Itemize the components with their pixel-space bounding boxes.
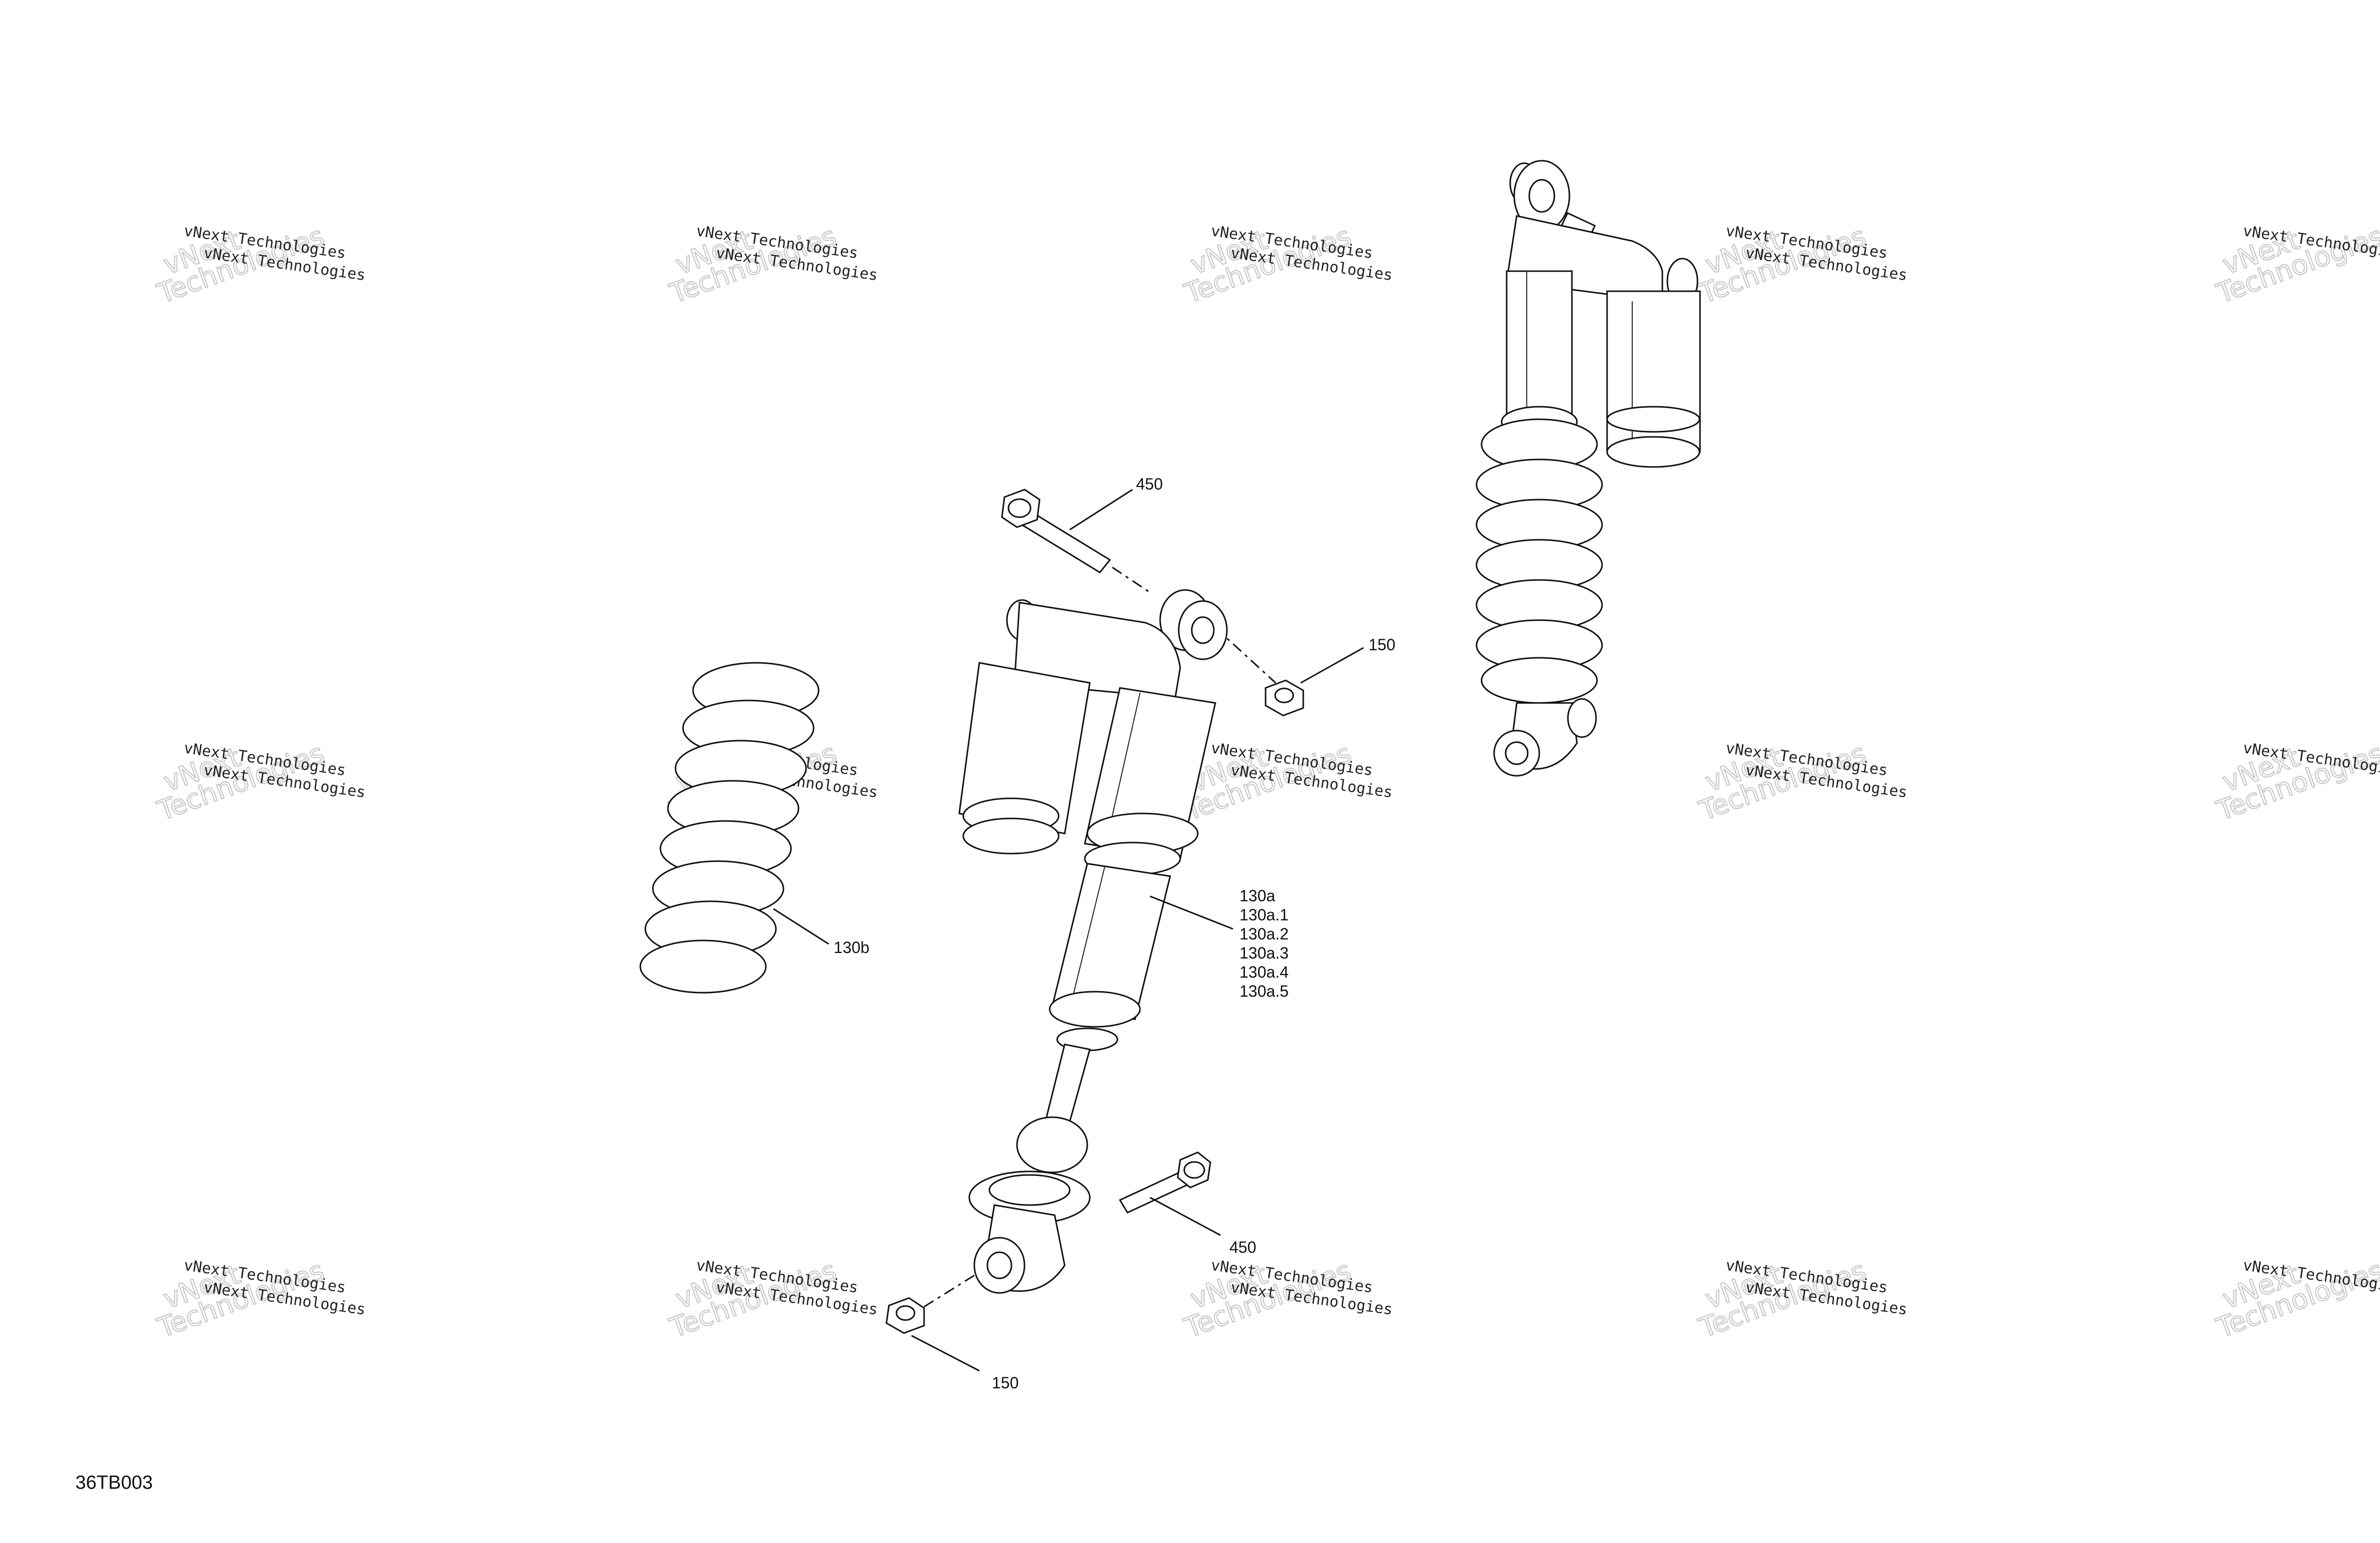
assembled-shock-absorber xyxy=(1476,160,1701,777)
watermark: vNext Technologies vNext Technologies xyxy=(2212,737,2380,827)
lower-mounting-bolt xyxy=(1118,1151,1211,1214)
watermark: vNext Technologies vNext Technologies vN… xyxy=(665,220,879,310)
callout-lower-bolt: 450 xyxy=(1229,1238,1256,1256)
callout-shock-part: 130a xyxy=(1239,887,1275,905)
watermark: vNext Technologies vNext Technologies vN… xyxy=(153,737,367,827)
callout-shock-part: 130a.3 xyxy=(1239,944,1289,962)
callout-spring: 130b xyxy=(834,938,869,957)
callout-lower-nut: 150 xyxy=(992,1374,1018,1392)
upper-nut-axis-line xyxy=(1214,627,1277,684)
upper-bolt-axis-line xyxy=(1112,566,1151,594)
watermark: vNext Technologies vNext Technologies vN… xyxy=(1180,220,1394,310)
callout-shock-part: 130a.2 xyxy=(1239,925,1289,943)
callout-shock-part: 130a.4 xyxy=(1239,963,1289,981)
watermark: vNext Technologies vNext Technologies vN… xyxy=(1694,220,1908,310)
watermark: vNext Technologies vNext Technologies xyxy=(2212,220,2380,310)
watermark: vNext Technologies vNext Technologies vN… xyxy=(153,220,367,310)
watermark-grid: vNext Technologies vNext Technologies vN… xyxy=(153,220,2380,1345)
watermark: vNext Technologies vNext Technologies vN… xyxy=(1694,737,1908,827)
callout-upper-nut: 150 xyxy=(1369,636,1395,654)
watermark: vNext Technologies vNext Technologies vN… xyxy=(1180,737,1394,827)
lower-nut xyxy=(885,1297,925,1334)
callout-upper-bolt: 450 xyxy=(1136,475,1163,493)
watermark: vNext Technologies vNext Technologies vN… xyxy=(1180,1254,1394,1345)
assembled-spring xyxy=(1476,418,1603,704)
watermark: vNext Technologies vNext Technologies vN… xyxy=(1694,1254,1908,1345)
lower-nut-axis-line xyxy=(914,1274,975,1314)
watermark: vNext Technologies vNext Technologies vN… xyxy=(665,1254,879,1345)
callout-shock-part: 130a.5 xyxy=(1239,982,1289,1000)
leader-lines xyxy=(773,489,1364,1372)
watermark: vNext Technologies vNext Technologies xyxy=(2212,1254,2380,1345)
watermark: vNext Technologies vNext Technologies vN… xyxy=(153,1254,367,1345)
coil-spring xyxy=(639,662,820,994)
upper-mounting-bolt xyxy=(1001,489,1111,573)
upper-nut xyxy=(1265,679,1304,717)
callout-shock-part: 130a.1 xyxy=(1239,906,1289,924)
diagram-id: 36TB003 xyxy=(75,1472,153,1493)
exploded-shock-absorber xyxy=(958,589,1228,1294)
